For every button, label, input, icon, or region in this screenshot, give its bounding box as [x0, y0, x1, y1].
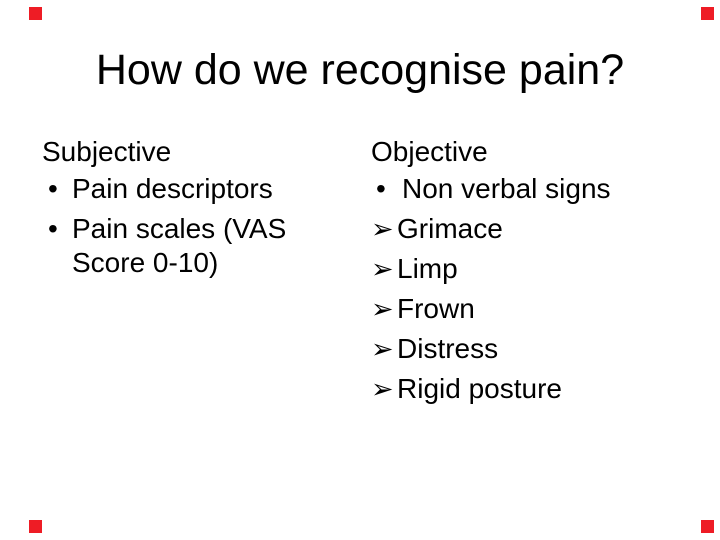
- list-item: • Pain descriptors: [42, 172, 294, 206]
- dot-bullet-icon: •: [48, 173, 58, 204]
- corner-marker-top-right: [701, 7, 714, 20]
- list-item-text: Pain scales (VAS Score 0-10): [72, 213, 287, 278]
- subjective-list: • Pain descriptors • Pain scales (VAS Sc…: [42, 172, 294, 280]
- subjective-column: Subjective • Pain descriptors • Pain sca…: [42, 132, 294, 286]
- list-item: • Pain scales (VAS Score 0-10): [42, 212, 294, 280]
- objective-column: Objective • Non verbal signs ➢ Grimace ➢…: [371, 132, 681, 412]
- list-item-text: Distress: [397, 333, 499, 364]
- list-item-text: Grimace: [397, 213, 503, 244]
- list-item: ➢ Frown: [371, 292, 681, 326]
- objective-list: • Non verbal signs ➢ Grimace ➢ Limp ➢ Fr…: [371, 172, 681, 406]
- arrowhead-bullet-icon: ➢: [371, 294, 394, 324]
- dot-bullet-icon: •: [376, 173, 386, 204]
- arrowhead-bullet-icon: ➢: [371, 374, 394, 404]
- list-item-text: Pain descriptors: [72, 173, 273, 204]
- column-header-objective: Objective: [371, 136, 488, 167]
- list-item-text: Frown: [397, 293, 475, 324]
- list-item-text: Rigid posture: [397, 373, 562, 404]
- list-item: ➢ Rigid posture: [371, 372, 681, 406]
- list-item-text: Limp: [397, 253, 458, 284]
- list-item-text: Non verbal signs: [402, 173, 611, 204]
- dot-bullet-icon: •: [48, 213, 58, 244]
- list-item: ➢ Distress: [371, 332, 681, 366]
- column-header-subjective: Subjective: [42, 136, 172, 167]
- corner-marker-top-left: [29, 7, 42, 20]
- list-item: ➢ Grimace: [371, 212, 681, 246]
- arrowhead-bullet-icon: ➢: [371, 214, 394, 244]
- arrowhead-bullet-icon: ➢: [371, 254, 394, 284]
- list-item: • Non verbal signs: [371, 172, 681, 206]
- list-item: ➢ Limp: [371, 252, 681, 286]
- arrowhead-bullet-icon: ➢: [371, 334, 394, 364]
- corner-marker-bottom-right: [701, 520, 714, 533]
- corner-marker-bottom-left: [29, 520, 42, 533]
- slide-title: How do we recognise pain?: [95, 46, 625, 94]
